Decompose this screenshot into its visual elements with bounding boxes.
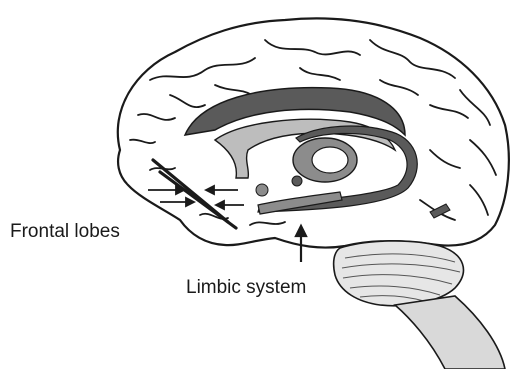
frontal-lobes-label: Frontal lobes [10,222,120,241]
brain-stem [395,296,505,369]
thalamus-inner [312,147,348,173]
mammillary-body [256,184,268,196]
amygdala [292,176,302,186]
limbic-system-label: Limbic system [186,278,306,297]
